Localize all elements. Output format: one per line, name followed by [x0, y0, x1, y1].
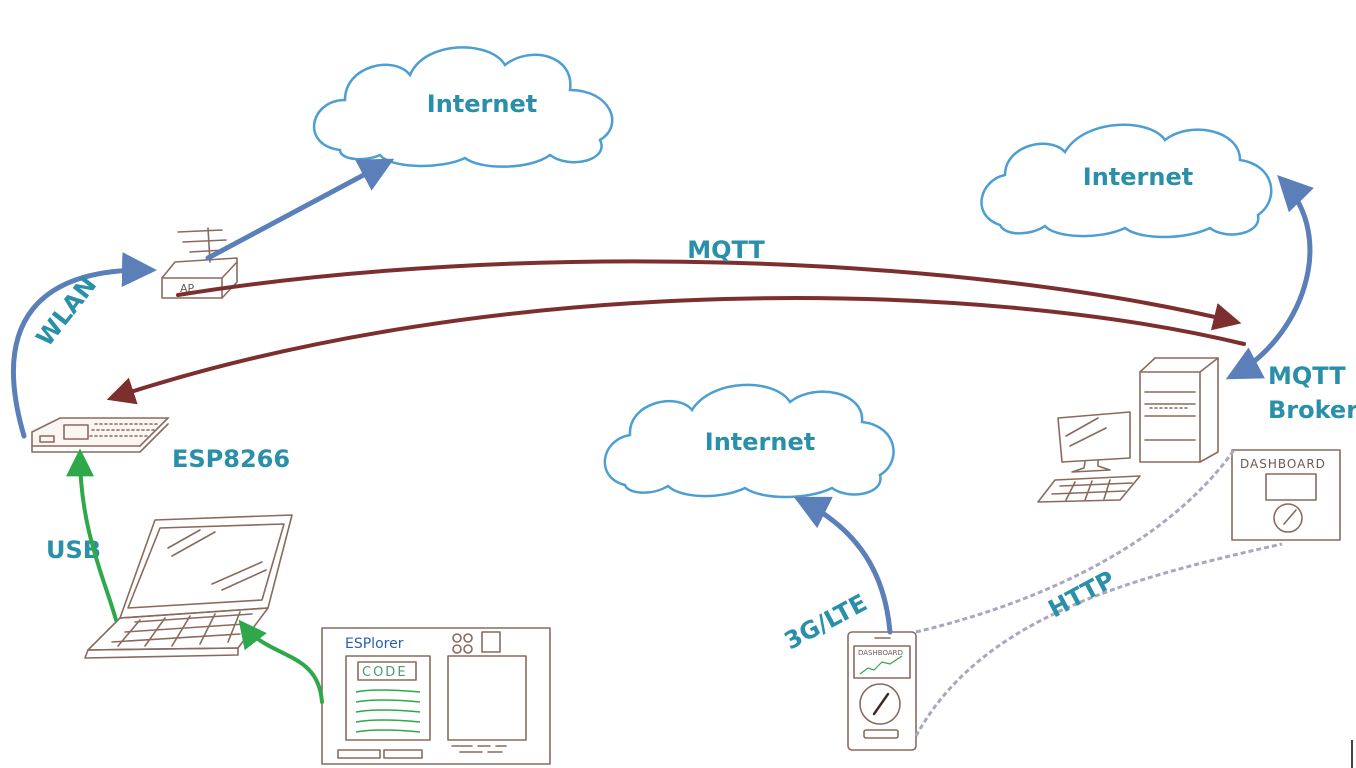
cloud-middle-label: Internet: [705, 428, 815, 456]
laptop: [84, 514, 293, 659]
smartphone: DASHBOARD: [847, 631, 917, 751]
cloud-top-label: Internet: [427, 90, 537, 118]
usb-arrow: [66, 448, 118, 622]
esplorer-laptop-arrow: [238, 619, 324, 704]
ap-internet-arrow: [205, 158, 395, 261]
wlan-arrow: [11, 252, 157, 439]
http-line-lower: [914, 542, 1283, 737]
broker-internet-arrow: [1225, 174, 1315, 380]
http-label: HTTP: [1044, 565, 1120, 623]
dashboard-panel-title: DASHBOARD: [1240, 457, 1326, 471]
cloud-top: Internet: [312, 46, 614, 168]
phone-dashboard-title: DASHBOARD: [858, 649, 903, 657]
esplorer-window: ESPlorer CODE: [321, 627, 551, 765]
mqtt-arrow-to-broker: [176, 259, 1242, 331]
broker-label-line1: MQTT: [1268, 362, 1346, 390]
broker-label-line2: Broker: [1268, 396, 1356, 424]
server-computer: [1037, 357, 1219, 503]
cloud-right: Internet: [980, 123, 1273, 239]
esp8266-board: [31, 417, 170, 453]
mqtt-label: MQTT: [687, 236, 765, 264]
esplorer-code-label: CODE: [362, 665, 408, 680]
http-line-upper: [915, 449, 1236, 634]
esplorer-title: ESPlorer: [345, 636, 404, 652]
dashboard-panel: DASHBOARD: [1231, 449, 1341, 541]
esp8266-label: ESP8266: [172, 445, 290, 473]
mqtt-arrow-to-esp: [106, 296, 1246, 405]
cell-arrow: [793, 496, 893, 635]
cloud-right-label: Internet: [1083, 163, 1193, 191]
cloud-middle: Internet: [603, 383, 895, 499]
